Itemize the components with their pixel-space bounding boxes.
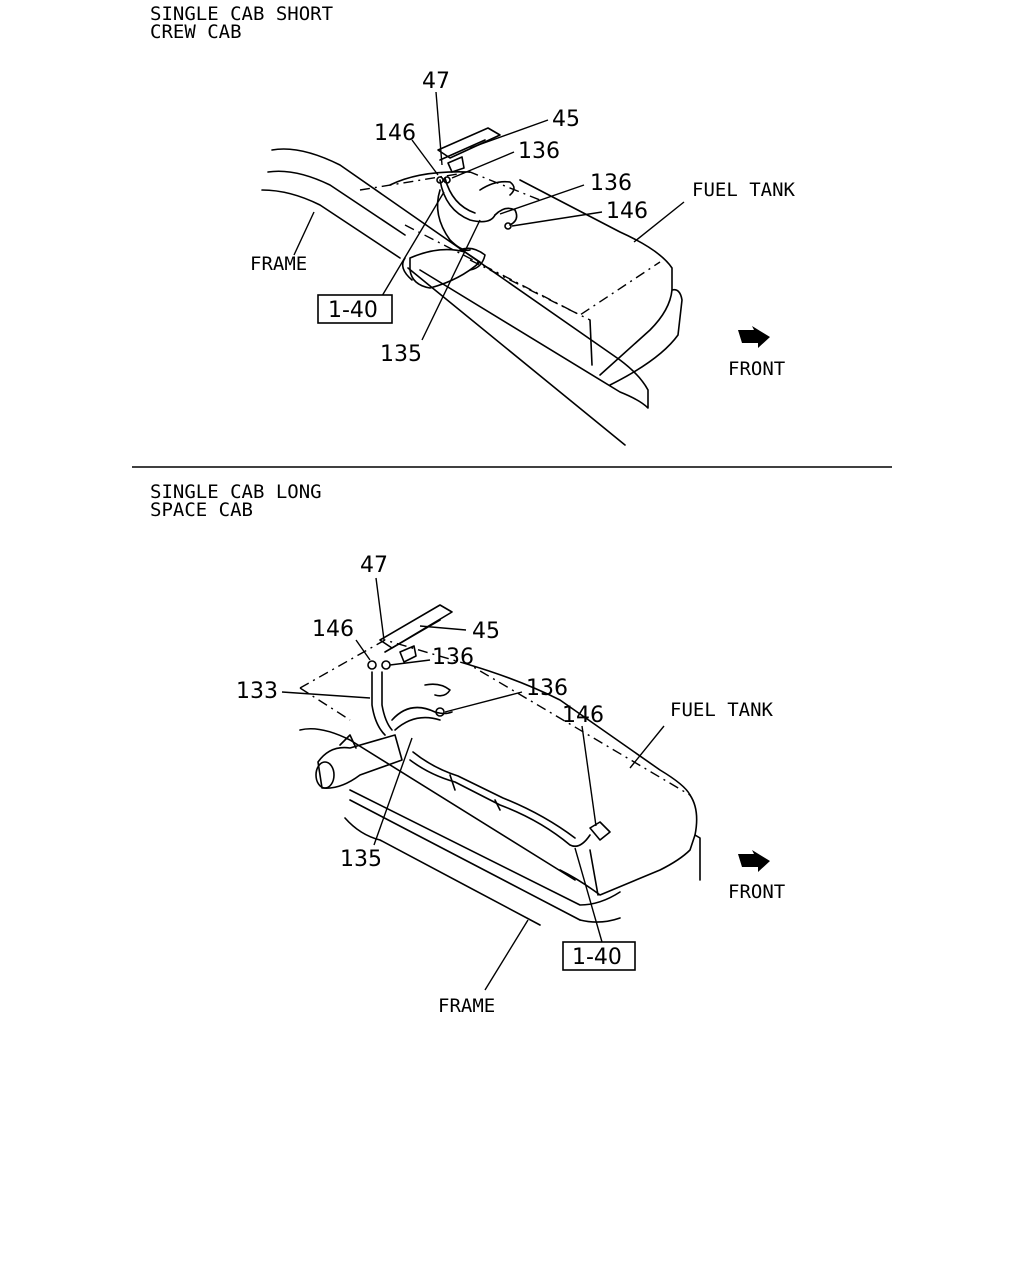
top-label-135: 135 (380, 342, 422, 367)
top-label-47: 47 (422, 69, 450, 94)
top-label-frame: FRAME (250, 253, 307, 275)
top-heading-line2: CREW CAB (150, 21, 242, 43)
bottom-label-47: 47 (360, 553, 388, 578)
bottom-ref-box (562, 941, 636, 971)
bottom-front-arrow-icon (738, 850, 770, 872)
top-label-136-lower: 136 (590, 171, 632, 196)
top-leaders (293, 91, 685, 341)
bottom-label-135: 135 (340, 847, 382, 872)
bottom-label-136-upper: 136 (432, 645, 474, 670)
top-ref-box (317, 294, 393, 324)
top-label-45: 45 (552, 107, 580, 132)
top-label-136-upper: 136 (518, 139, 560, 164)
bottom-label-146-upper: 146 (312, 617, 354, 642)
top-heading-line1: SINGLE CAB SHORT (150, 3, 333, 25)
bottom-label-146-lower: 146 (562, 703, 604, 728)
bottom-label-fuel-tank: FUEL TANK (670, 699, 774, 721)
bottom-ref-label: 1-40 (572, 945, 622, 970)
top-ref-label: 1-40 (328, 298, 378, 323)
top-section: SINGLE CAB SHORT CREW CAB (150, 3, 796, 446)
top-label-146-lower: 146 (606, 199, 648, 224)
bottom-heading-line1: SINGLE CAB LONG (150, 481, 322, 503)
bottom-heading-line2: SPACE CAB (150, 499, 253, 521)
bottom-label-front: FRONT (728, 881, 785, 903)
top-label-fuel-tank: FUEL TANK (692, 179, 796, 201)
bottom-leaders (281, 577, 665, 991)
bottom-section: SINGLE CAB LONG SPACE CAB (150, 481, 785, 1017)
top-front-arrow-icon (738, 326, 770, 348)
bottom-drawing (299, 604, 701, 926)
top-drawing (261, 127, 683, 446)
bottom-label-45: 45 (472, 619, 500, 644)
bottom-label-136-lower: 136 (526, 676, 568, 701)
bottom-label-frame: FRAME (438, 995, 495, 1017)
top-label-146-upper: 146 (374, 121, 416, 146)
bottom-label-133: 133 (236, 679, 278, 704)
top-label-front: FRONT (728, 358, 785, 380)
